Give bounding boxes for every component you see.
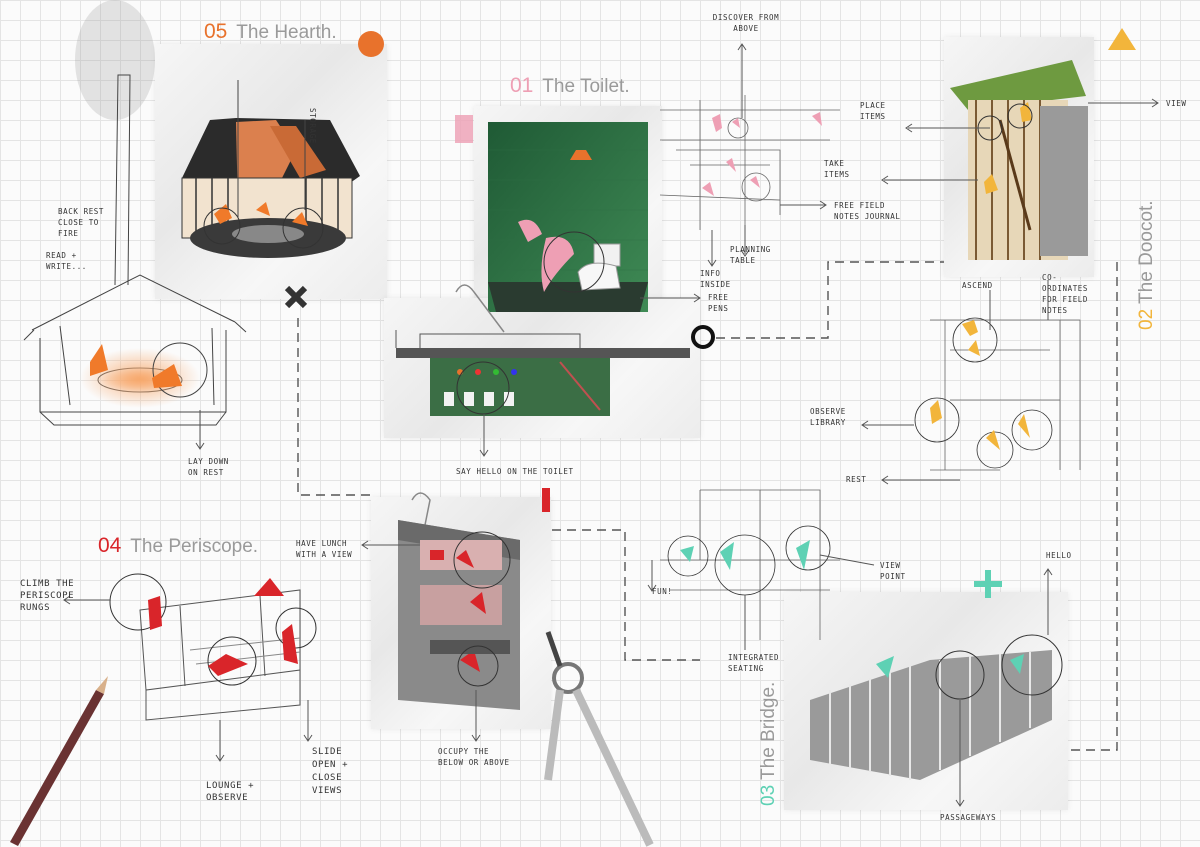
bridge-sketch-figures	[680, 540, 810, 570]
doocot-sketch-lower	[914, 317, 1081, 471]
doocot-number: 02	[1136, 308, 1157, 330]
ring-icon	[691, 325, 715, 349]
note-planning-table: Planning table	[730, 245, 771, 265]
doocot-title: 02 The Doocot.	[1136, 200, 1158, 330]
periscope-model	[398, 520, 520, 710]
periscope-number: 04	[98, 534, 122, 557]
doocot-sketch-top	[659, 95, 840, 230]
bridge-number: 03	[758, 784, 779, 806]
note-view-point: View point	[880, 561, 906, 581]
doocot-model	[950, 60, 1088, 260]
periscope-sketch	[109, 573, 317, 721]
note-occupy: Occupy the below or above	[438, 747, 510, 767]
hearth-model	[181, 80, 360, 258]
note-observe-library: Observe library	[810, 407, 846, 427]
note-info-inside: Info inside	[700, 269, 731, 289]
note-integrated-seating: Integrated seating	[728, 653, 780, 673]
note-slide-open: Slide open + close views	[312, 747, 349, 796]
periscope-bar-icon	[542, 488, 550, 512]
paperclip-icon	[455, 284, 505, 333]
note-place-items: Place items	[860, 101, 886, 121]
doocot-name: The Doocot.	[1136, 200, 1157, 304]
paperclip-icon	[411, 492, 431, 531]
note-free-pens: Free pens	[708, 293, 729, 313]
note-view: View	[1166, 99, 1187, 108]
note-ascend: Ascend	[962, 281, 993, 290]
bridge-plus-icon	[974, 570, 1002, 598]
bridge-sketch	[660, 489, 840, 640]
connector-path	[297, 261, 1118, 751]
note-say-hello: Say hello on the toilet	[456, 467, 574, 476]
toilet-section-model	[395, 330, 690, 416]
note-discover: Discover from above	[712, 13, 780, 33]
toilet-title: 01 The Toilet.	[510, 74, 630, 98]
note-back-rest: Back rest close to fire	[58, 207, 105, 238]
note-fun: Fun!	[652, 587, 673, 596]
note-take-items: Take items	[824, 159, 850, 179]
pencil-icon	[10, 676, 108, 846]
note-coordinates: Co-ordinates for field notes	[1042, 273, 1089, 315]
hearth-number: 05	[204, 20, 228, 43]
note-hello: Hello	[1046, 551, 1072, 560]
bridge-title: 03 The Bridge.	[758, 682, 780, 806]
note-read-write: Read + write...	[46, 251, 87, 271]
hearth-circle-icon	[358, 31, 384, 57]
doocot-triangle-icon	[1108, 28, 1136, 50]
note-have-lunch: Have lunch with a view	[296, 539, 353, 559]
bridge-model	[810, 634, 1063, 780]
note-storage: Storage	[308, 108, 317, 144]
note-field-notes: Free field notes journal	[834, 201, 901, 221]
bridge-name: The Bridge.	[758, 681, 779, 780]
pencil-shadow	[75, 0, 155, 120]
hearth-name: The Hearth.	[236, 22, 337, 43]
cross-icon	[284, 285, 308, 309]
note-climb: Climb the periscope rungs	[20, 579, 75, 613]
periscope-figures	[148, 578, 298, 676]
note-passageways: Passageways	[940, 813, 997, 822]
hearth-title: 05 The Hearth.	[204, 20, 337, 44]
doocot-sketch-figures	[702, 112, 822, 196]
toilet-name: The Toilet.	[542, 76, 630, 97]
toilet-model	[488, 122, 648, 312]
toilet-number: 01	[510, 74, 534, 97]
toilet-square-icon	[455, 115, 473, 143]
periscope-title: 04 The Periscope.	[98, 534, 258, 558]
hearth-figures	[90, 344, 182, 388]
compass-icon	[544, 631, 654, 847]
note-lay-down: Lay down on rest	[188, 457, 229, 477]
periscope-name: The Periscope.	[130, 536, 259, 557]
note-rest: Rest	[846, 475, 867, 484]
note-lounge: Lounge + observe	[206, 781, 255, 803]
